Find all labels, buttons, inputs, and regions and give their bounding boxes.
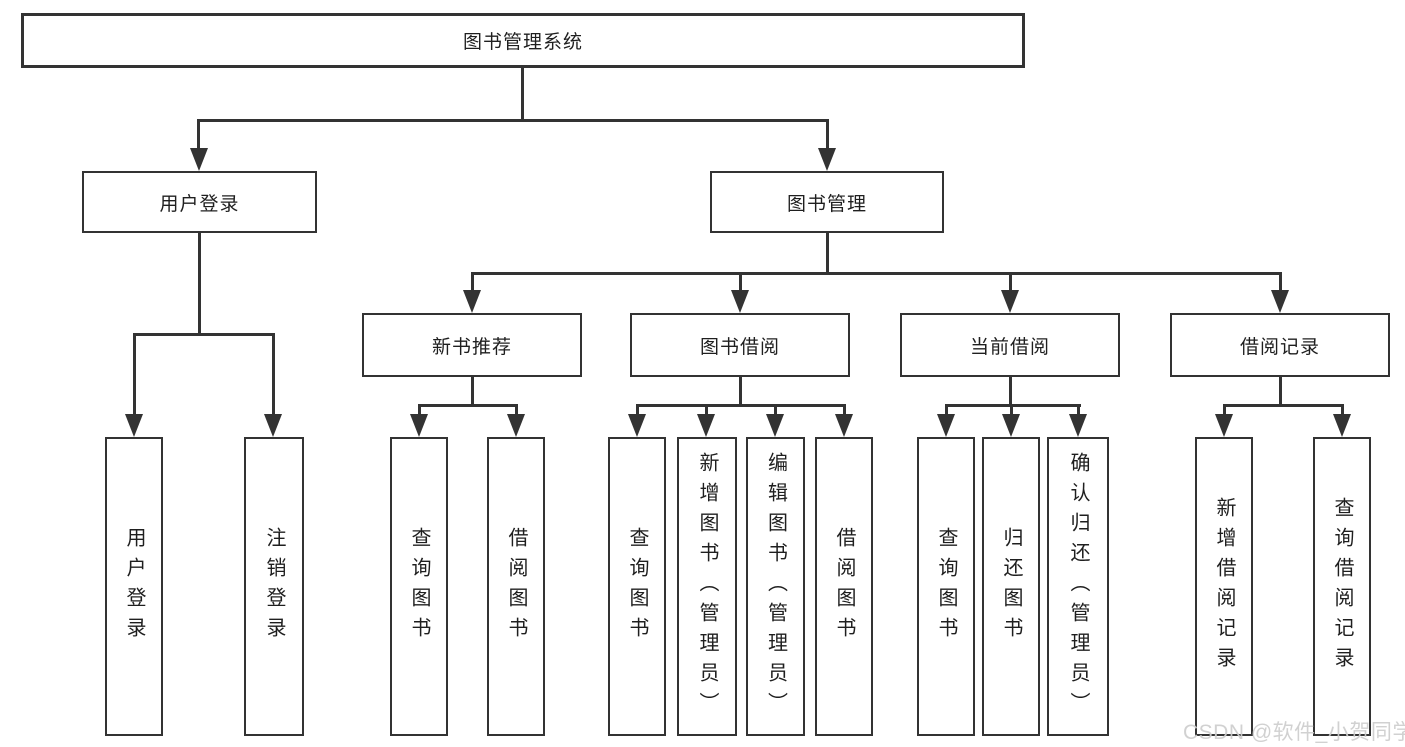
leaf-label: 编辑图书（管理员） xyxy=(764,451,787,722)
node-label: 用户登录 xyxy=(159,193,240,215)
arrow-down-icon xyxy=(1333,414,1351,437)
leaf-label: 查询图书 xyxy=(935,526,957,647)
connector-line xyxy=(471,272,474,294)
connector-line xyxy=(197,119,200,151)
arrow-down-icon xyxy=(463,290,481,313)
node-new-book-recommendation: 新书推荐 xyxy=(362,313,582,377)
connector-line xyxy=(945,404,948,418)
leaf-label: 借阅图书 xyxy=(833,526,855,647)
arrow-down-icon xyxy=(697,414,715,437)
node-label: 图书管理 xyxy=(786,193,867,215)
connector-line xyxy=(843,404,846,418)
node-label: 借阅记录 xyxy=(1239,336,1320,358)
arrow-down-icon xyxy=(1215,414,1233,437)
arrow-down-icon xyxy=(410,414,428,437)
arrow-down-icon xyxy=(190,148,208,171)
connector-line xyxy=(705,404,708,418)
arrow-down-icon xyxy=(125,414,143,437)
arrow-down-icon xyxy=(1069,414,1087,437)
connector-line xyxy=(1009,272,1012,294)
arrow-down-icon xyxy=(766,414,784,437)
node-label: 当前借阅 xyxy=(969,336,1050,358)
node-label: 图书借阅 xyxy=(699,336,780,358)
connector-line xyxy=(636,404,846,407)
connector-line xyxy=(521,68,524,121)
arrow-down-icon xyxy=(731,290,749,313)
connector-line xyxy=(471,272,1282,275)
connector-line xyxy=(636,404,639,418)
leaf-return-books: 归还图书 xyxy=(982,437,1040,736)
node-book-borrowing: 图书借阅 xyxy=(630,313,850,377)
arrow-down-icon xyxy=(628,414,646,437)
connector-line xyxy=(739,272,742,294)
connector-line xyxy=(1009,377,1012,407)
arrow-down-icon xyxy=(835,414,853,437)
arrow-down-icon xyxy=(264,414,282,437)
leaf-logout: 注销登录 xyxy=(244,437,304,736)
leaf-label: 查询借阅记录 xyxy=(1331,496,1353,677)
node-borrowing-records: 借阅记录 xyxy=(1170,313,1390,377)
leaf-label: 用户登录 xyxy=(123,526,145,647)
connector-line xyxy=(471,377,474,407)
connector-line xyxy=(739,377,742,407)
connector-line xyxy=(1010,404,1013,418)
leaf-query-books-recommend: 查询图书 xyxy=(390,437,448,736)
arrow-down-icon xyxy=(818,148,836,171)
connector-line xyxy=(945,404,1081,407)
leaf-add-borrow-record: 新增借阅记录 xyxy=(1195,437,1253,736)
connector-line xyxy=(1279,377,1282,407)
node-current-borrowing: 当前借阅 xyxy=(900,313,1120,377)
leaf-query-borrow-record: 查询借阅记录 xyxy=(1313,437,1371,736)
leaf-label: 查询图书 xyxy=(408,526,430,647)
connector-line xyxy=(1077,404,1080,418)
node-user-login: 用户登录 xyxy=(82,171,317,233)
csdn-watermark: CSDN @软件_小贺同学 xyxy=(1183,721,1405,744)
node-label: 图书管理系统 xyxy=(462,32,583,53)
leaf-query-books-current: 查询图书 xyxy=(917,437,975,736)
leaf-label: 新增图书（管理员） xyxy=(696,451,718,722)
connector-line xyxy=(133,333,136,418)
leaf-label: 查询图书 xyxy=(626,526,648,647)
arrow-down-icon xyxy=(1002,414,1020,437)
node-book-management: 图书管理 xyxy=(710,171,944,233)
connector-line xyxy=(197,119,829,122)
leaf-borrow-books-borrowing: 借阅图书 xyxy=(815,437,873,736)
connector-line xyxy=(418,404,421,418)
arrow-down-icon xyxy=(507,414,525,437)
connector-line xyxy=(198,233,201,336)
arrow-down-icon xyxy=(1001,290,1019,313)
leaf-confirm-return-admin: 确认归还（管理员） xyxy=(1047,437,1109,736)
connector-line xyxy=(1223,404,1344,407)
connector-line xyxy=(774,404,777,418)
connector-line xyxy=(515,404,518,418)
connector-line xyxy=(272,333,275,418)
arrow-down-icon xyxy=(937,414,955,437)
connector-line xyxy=(1279,272,1282,294)
leaf-edit-book-admin: 编辑图书（管理员） xyxy=(746,437,805,736)
leaf-label: 借阅图书 xyxy=(505,526,527,647)
connector-line xyxy=(1341,404,1344,418)
leaf-query-books-borrowing: 查询图书 xyxy=(608,437,666,736)
leaf-label: 注销登录 xyxy=(263,526,285,647)
leaf-add-book-admin: 新增图书（管理员） xyxy=(677,437,737,736)
leaf-label: 确认归还（管理员） xyxy=(1067,451,1089,722)
connector-line xyxy=(133,333,275,336)
connector-line xyxy=(418,404,518,407)
leaf-label: 归还图书 xyxy=(1000,526,1022,647)
leaf-label: 新增借阅记录 xyxy=(1213,496,1235,677)
leaf-user-login: 用户登录 xyxy=(105,437,163,736)
node-library-management-system: 图书管理系统 xyxy=(21,13,1025,68)
connector-line xyxy=(1223,404,1226,418)
connector-line xyxy=(826,119,829,151)
arrow-down-icon xyxy=(1271,290,1289,313)
leaf-borrow-books-recommend: 借阅图书 xyxy=(487,437,545,736)
node-label: 新书推荐 xyxy=(431,336,512,358)
connector-line xyxy=(826,233,829,275)
